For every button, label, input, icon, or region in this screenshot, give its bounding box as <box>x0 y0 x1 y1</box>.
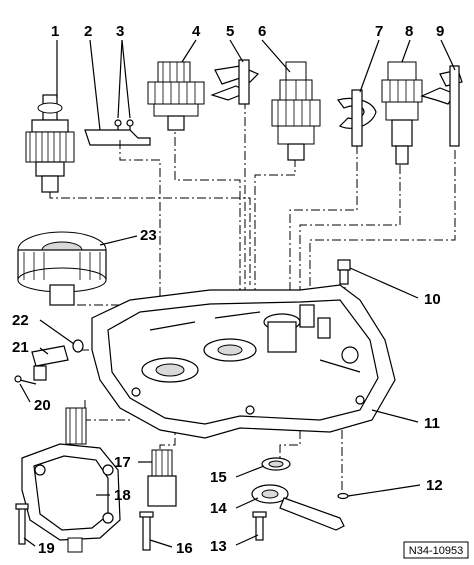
label-6: 6 <box>258 23 266 40</box>
part-22-seal <box>72 339 84 353</box>
label-7: 7 <box>375 23 383 40</box>
reference-code-box: N34-10953 <box>403 541 469 559</box>
label-8: 8 <box>405 23 413 40</box>
label-2: 2 <box>84 23 92 40</box>
label-19: 19 <box>38 540 55 557</box>
label-9: 9 <box>436 23 444 40</box>
part-18-bevel-box <box>21 407 121 553</box>
part-6-output-shaft-gears <box>271 61 321 161</box>
label-21: 21 <box>12 339 29 356</box>
label-23: 23 <box>140 227 157 244</box>
part-1-input-shaft <box>25 94 75 193</box>
label-22: 22 <box>12 312 29 329</box>
part-2-3-circlip-and-pins <box>84 119 151 146</box>
part-16-bolt <box>139 511 154 551</box>
part-19-bolt <box>15 503 29 545</box>
part-9-shift-fork <box>420 65 463 147</box>
part-10-breather <box>337 259 351 285</box>
part-5-shift-fork <box>210 59 260 105</box>
label-1: 1 <box>51 23 59 40</box>
part-21-speedometer-drive <box>31 345 69 381</box>
label-10: 10 <box>424 291 441 308</box>
leader-lines <box>19 39 456 548</box>
label-18: 18 <box>114 487 131 504</box>
label-3: 3 <box>116 23 124 40</box>
part-14-release-lever <box>251 484 345 531</box>
part-4-gear-cluster <box>147 61 205 131</box>
label-16: 16 <box>176 540 193 557</box>
part-13-bolt <box>252 511 267 541</box>
part-11-transmission-housing <box>91 284 396 439</box>
label-5: 5 <box>226 23 234 40</box>
label-11: 11 <box>424 415 440 432</box>
part-12-o-ring <box>337 492 349 500</box>
label-17: 17 <box>114 454 131 471</box>
part-23-differential <box>17 231 107 306</box>
part-number-labels: 1 2 3 4 5 6 7 8 9 10 11 12 13 14 15 16 1… <box>12 23 444 557</box>
part-7-shift-fork <box>336 89 377 147</box>
label-4: 4 <box>192 23 201 40</box>
part-15-release-bearing <box>261 457 291 471</box>
reference-code: N34-10953 <box>409 545 463 557</box>
part-20-bolt <box>14 375 37 385</box>
label-15: 15 <box>210 469 227 486</box>
label-12: 12 <box>426 477 443 494</box>
part-8-gear-stack <box>381 61 423 165</box>
label-13: 13 <box>210 538 227 555</box>
part-17-shaft <box>147 449 177 507</box>
label-20: 20 <box>34 397 51 414</box>
label-14: 14 <box>210 500 227 517</box>
